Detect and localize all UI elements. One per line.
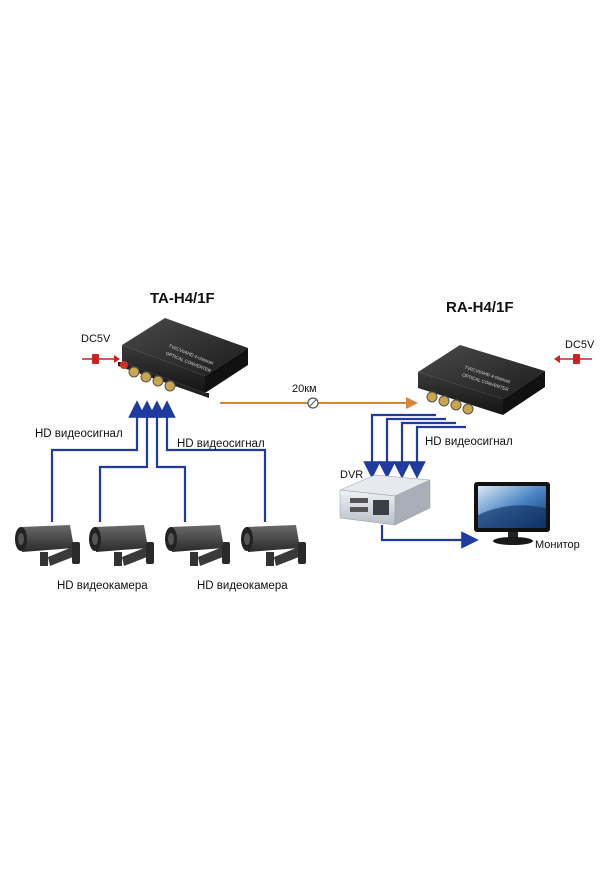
dvr-label: DVR <box>340 469 364 481</box>
bnc-ports <box>426 391 474 415</box>
signal-label-left-2: HD видеосигнал <box>177 438 265 450</box>
camera-signal-lines <box>50 400 267 522</box>
transmitter-power-label: DC5V <box>81 333 111 345</box>
bnc-ports <box>128 366 176 392</box>
camera-2 <box>89 525 154 566</box>
camera-4 <box>241 525 306 566</box>
monitor-device <box>474 482 550 545</box>
fiber-port <box>120 361 128 369</box>
receiver-power-label: DC5V <box>565 339 595 351</box>
receiver-model-label: RA-H4/1F <box>446 299 514 316</box>
dvr-unit <box>339 474 431 526</box>
transmitter-model-label: TA-H4/1F <box>150 290 215 307</box>
camera-3 <box>165 525 230 566</box>
dvr-to-monitor-line <box>380 525 479 549</box>
fiber-link <box>220 397 418 409</box>
receiver-device: TVI/CVI/AHD 4-channel OPTICAL CONVERTER <box>418 345 545 415</box>
camera-label-2: HD видеокамера <box>197 580 288 592</box>
camera-label-1: HD видеокамера <box>57 580 148 592</box>
fiber-distance-label: 20км <box>292 383 317 395</box>
transmitter-device: TVI/CVI/AHD 4-channel OPTICAL CONVERTER <box>118 318 248 398</box>
camera-1 <box>15 525 80 566</box>
monitor-label: Монитор <box>535 539 580 551</box>
signal-label-right: HD видеосигнал <box>425 436 513 448</box>
signal-label-left-1: HD видеосигнал <box>35 428 123 440</box>
receiver-power-connector <box>554 354 592 364</box>
dvr-signal-lines <box>363 413 466 479</box>
transmitter-power-connector <box>82 354 120 364</box>
